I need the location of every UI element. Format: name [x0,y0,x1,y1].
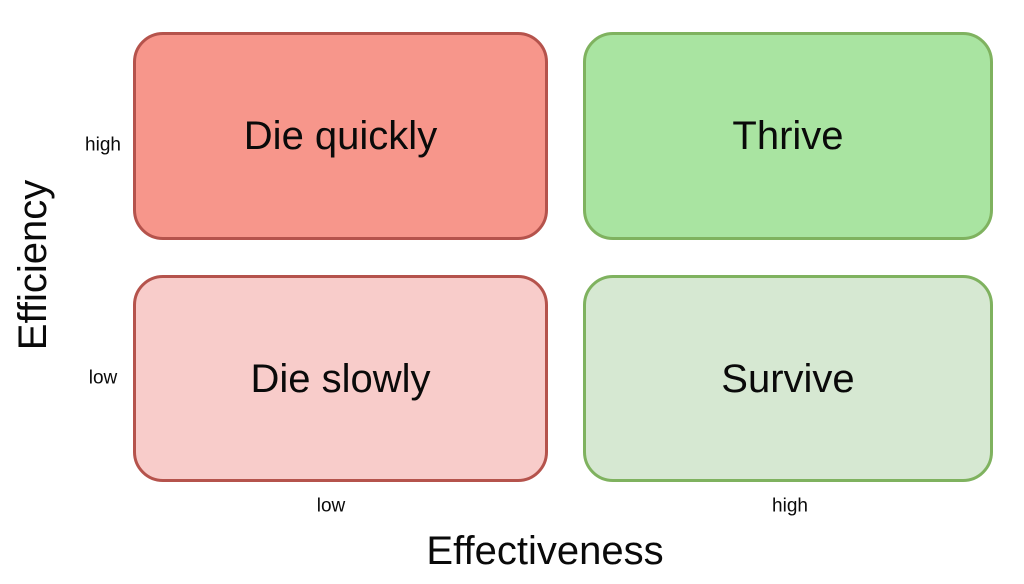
quadrant-label-die-quickly: Die quickly [243,114,438,158]
quadrant-bottom-right: Survive [583,275,993,482]
quadrant-label-die-slowly: Die slowly [250,356,431,401]
x-axis-title: Effectiveness [426,529,664,573]
x-axis-tick-low: low [316,495,346,517]
quadrant-label-thrive: Thrive [732,114,844,158]
quadrant-top-left: Die quickly [133,32,548,240]
quadrant-label-survive: Survive [721,356,855,401]
x-axis-tick-high: high [772,495,808,517]
y-axis-tick-low: low [88,367,118,389]
y-axis-tick-high: high [85,134,121,156]
quadrant-top-right: Thrive [583,32,993,240]
quadrant-bottom-left: Die slowly [133,275,548,482]
y-axis-title: Efficiency [11,179,55,351]
